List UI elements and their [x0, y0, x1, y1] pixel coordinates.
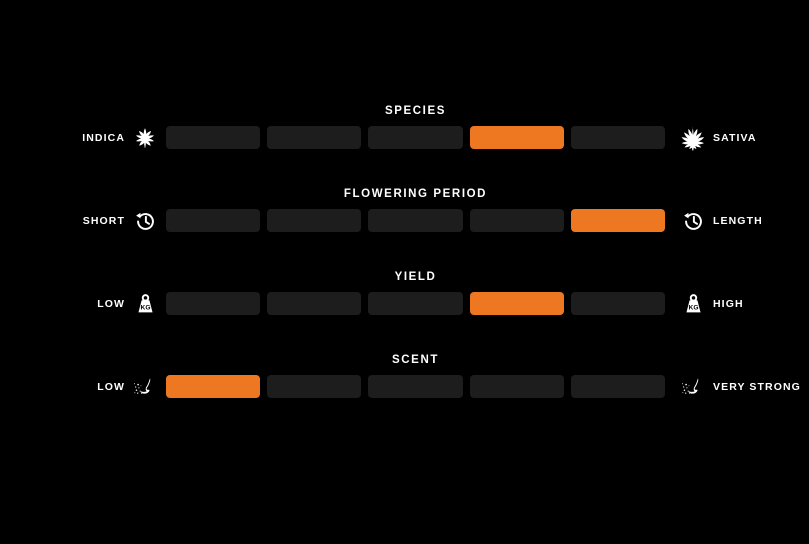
right-label-high: HIGH — [713, 298, 744, 310]
right-label-very-strong: VERY STRONG — [713, 381, 801, 393]
meter-segment[interactable] — [368, 126, 463, 149]
left-label-low: LOW — [97, 381, 125, 393]
meter-segment-active[interactable] — [570, 209, 666, 232]
right-label-length: LENGTH — [713, 215, 763, 227]
meter-segment[interactable] — [570, 126, 666, 149]
meter-scent[interactable] — [166, 375, 666, 398]
meter-yield[interactable] — [166, 292, 666, 315]
attribute-row-species: SPECIES INDICA — [0, 96, 809, 179]
meter-segment[interactable] — [166, 126, 261, 149]
row-title-flowering-period: FLOWERING PERIOD — [343, 188, 488, 200]
attribute-row-scent: SCENT LOW — [0, 345, 809, 428]
row-title-scent: SCENT — [392, 354, 439, 366]
svg-text:KG: KG — [140, 304, 150, 311]
row-right-cap-scent: VERY STRONG — [680, 373, 801, 401]
row-left-cap-species: INDICA — [82, 124, 158, 152]
nose-smell-icon — [132, 374, 158, 400]
meter-species[interactable] — [166, 126, 666, 149]
row-left-cap-flowering-period: SHORT — [83, 207, 158, 235]
left-label-low: LOW — [97, 298, 125, 310]
clock-history-icon — [132, 208, 158, 234]
meter-segment-active[interactable] — [166, 375, 261, 398]
meter-segment[interactable] — [469, 375, 564, 398]
meter-segment[interactable] — [570, 292, 666, 315]
meter-segment-active[interactable] — [469, 126, 564, 149]
row-title-species: SPECIES — [384, 105, 447, 117]
attribute-row-yield: YIELD LOW KG — [0, 262, 809, 345]
meter-segment[interactable] — [267, 209, 362, 232]
meter-flowering-period[interactable] — [166, 209, 666, 232]
sativa-leaf-icon — [680, 125, 706, 151]
meter-segment[interactable] — [166, 292, 261, 315]
left-label-short: SHORT — [82, 215, 125, 227]
attribute-row-flowering-period: FLOWERING PERIOD SHORT — [0, 179, 809, 262]
row-right-cap-yield: KG HIGH — [680, 290, 744, 318]
meter-segment[interactable] — [368, 292, 463, 315]
right-label-sativa: SATIVA — [713, 132, 757, 144]
meter-segment[interactable] — [267, 292, 362, 315]
meter-segment[interactable] — [267, 375, 362, 398]
meter-segment[interactable] — [469, 209, 564, 232]
svg-text:KG: KG — [688, 304, 698, 311]
left-label-indica: INDICA — [82, 132, 125, 144]
row-title-yield: YIELD — [394, 271, 437, 283]
weight-kg-icon: KG — [680, 291, 706, 317]
row-right-cap-flowering-period: LENGTH — [680, 207, 763, 235]
row-left-cap-yield: LOW KG — [97, 290, 158, 318]
indica-leaf-icon — [132, 125, 158, 151]
weight-kg-icon: KG — [132, 291, 158, 317]
meter-segment[interactable] — [267, 126, 362, 149]
attribute-rows: SPECIES INDICA — [0, 96, 809, 428]
row-right-cap-species: SATIVA — [680, 124, 757, 152]
meter-segment[interactable] — [368, 375, 463, 398]
meter-segment[interactable] — [570, 375, 666, 398]
meter-segment[interactable] — [368, 209, 463, 232]
clock-history-icon — [680, 208, 706, 234]
meter-segment[interactable] — [166, 209, 261, 232]
nose-smell-icon — [680, 374, 706, 400]
meter-segment-active[interactable] — [469, 292, 564, 315]
row-left-cap-scent: LOW — [97, 373, 158, 401]
